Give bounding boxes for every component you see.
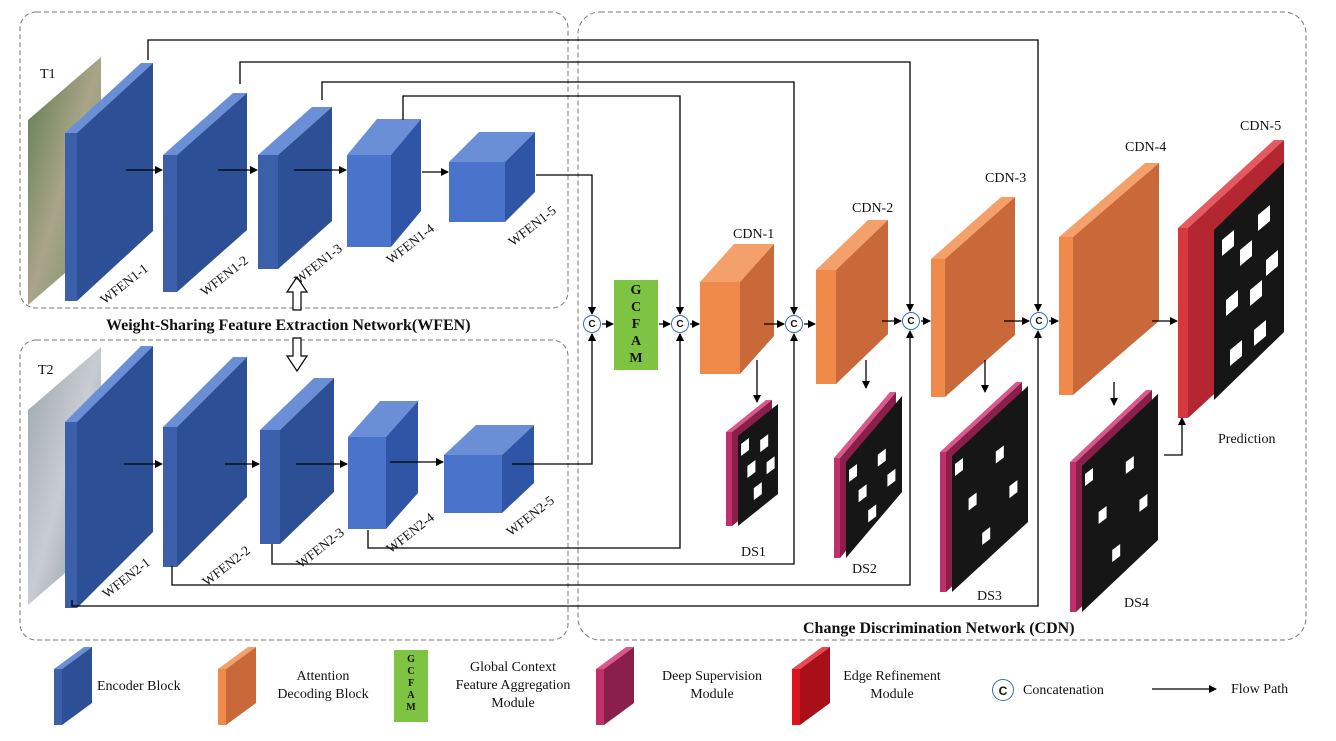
wfen1-5-block (449, 132, 535, 222)
legend-encoder-label: Encoder Block (97, 679, 181, 694)
wfen1-2-block (163, 93, 247, 292)
cdn-1-label: CDN-1 (733, 227, 775, 242)
wfen1-4-label: WFEN1-4 (383, 220, 437, 268)
wfen1-3-block (258, 107, 332, 269)
ds1-map (726, 400, 778, 526)
skip-wfen1-4 (402, 95, 684, 315)
t1-label: T1 (40, 67, 56, 82)
skip-wfen2-4 (367, 333, 684, 549)
cdn-2-block (816, 220, 888, 384)
skip-wfen1-2 (239, 61, 914, 312)
wfen1-5-to-concat (536, 174, 596, 315)
cdn-title: Change Discrimination Network (CDN) (803, 620, 1075, 637)
wfen-top-region (19, 11, 569, 309)
cdn-1-block (700, 244, 774, 374)
skip-wfen2-3 (271, 333, 798, 565)
gcfam-block (614, 280, 658, 370)
legend-attention-swatch (218, 647, 256, 725)
concat-node-3: C (785, 315, 803, 333)
gcfam-letters: G C F A M (629, 283, 643, 366)
ds2-map (834, 392, 902, 558)
legend-attention-label: Attention Decoding Block (277, 669, 369, 702)
legend-concat-label: Concatenation (1023, 683, 1104, 698)
wfen1-3-label: WFEN1-3 (291, 240, 345, 288)
ds1-label: DS1 (741, 545, 766, 560)
wfen1-1-block (65, 63, 153, 301)
t2-label: T2 (38, 363, 54, 378)
wfen1-2-label: WFEN1-2 (197, 252, 251, 300)
wfen1-5-label: WFEN1-5 (505, 202, 559, 250)
wfen2-4-label: WFEN2-4 (383, 509, 437, 557)
cdn-4-label: CDN-4 (1125, 140, 1167, 155)
cdn-5-label: CDN-5 (1240, 119, 1282, 134)
legend-ds-swatch (596, 647, 634, 725)
legend-ds-label: Deep Supervision Module (662, 669, 762, 702)
wfen2-3-block (260, 378, 334, 544)
wfen1-4-block (347, 119, 421, 247)
legend-gcfam-letters: G C F A M (406, 654, 416, 713)
legend-gcfam-swatch (394, 650, 428, 722)
legend-encoder-swatch (54, 647, 92, 725)
concat-node-4: C (902, 312, 920, 330)
cdn-3-block (931, 197, 1015, 397)
cdn-4-block (1059, 163, 1159, 395)
wfen2-3-label: WFEN2-3 (293, 524, 347, 572)
skip-wfen1-3 (321, 81, 798, 315)
prediction-label: Prediction (1218, 432, 1276, 447)
ds4-to-cdn5 (1164, 417, 1186, 456)
legend-gcfam-label: Global Context Feature Aggregation Modul… (455, 660, 571, 711)
legend-er-label: Edge Refinement Module (843, 669, 941, 702)
legend-flow-label: Flow Path (1231, 682, 1289, 697)
wfen2-1-block (65, 346, 153, 608)
concat-node-1: C (583, 315, 601, 333)
concat-node-2: C (671, 315, 689, 333)
ds4-label: DS4 (1124, 596, 1149, 611)
skip-wfen1-1 (147, 39, 1042, 312)
wfen1-1-label: WFEN1-1 (97, 260, 151, 308)
ds4-map (1070, 390, 1158, 612)
wfen2-2-label: WFEN2-2 (199, 542, 253, 590)
wfen2-5-block (444, 425, 534, 513)
legend-concat-icon: C (992, 679, 1014, 701)
wfen2-2-block (163, 357, 247, 567)
cdn-3-label: CDN-3 (985, 171, 1027, 186)
prediction-map (1214, 162, 1284, 400)
ds3-map (940, 382, 1028, 592)
cdn-region (577, 11, 1307, 641)
wfen2-5-to-concat (512, 333, 596, 465)
legend-er-swatch (792, 647, 830, 725)
weight-sharing-arrow (285, 275, 309, 311)
wfen2-1-label: WFEN2-1 (99, 554, 153, 602)
skip-wfen2-1 (71, 330, 1042, 607)
weight-sharing-arrow-down (285, 337, 309, 373)
skip-wfen2-2 (171, 330, 914, 586)
cdn-2-label: CDN-2 (852, 201, 894, 216)
wfen2-5-label: WFEN2-5 (503, 492, 557, 540)
wfen-title: Weight-Sharing Feature Extraction Networ… (106, 317, 471, 334)
wfen2-4-block (348, 401, 418, 529)
ds2-label: DS2 (852, 562, 877, 577)
concat-node-5: C (1030, 312, 1048, 330)
ds3-label: DS3 (977, 589, 1002, 604)
